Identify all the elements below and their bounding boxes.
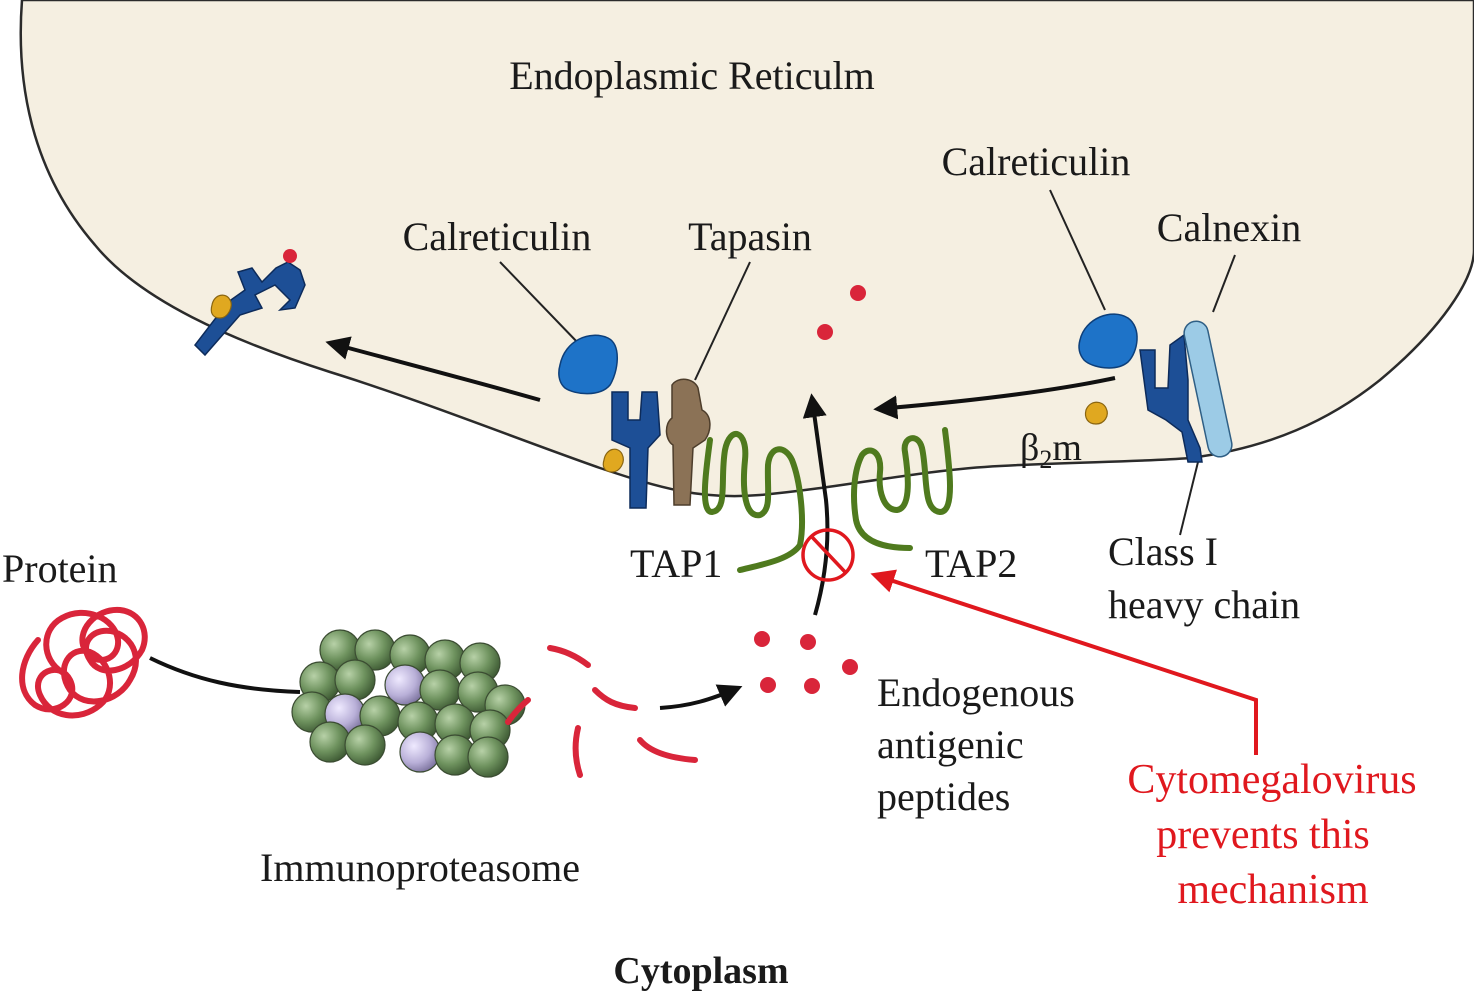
fragment [505,697,531,725]
peptide [754,631,770,647]
fragment [572,725,583,778]
tap2-transporter [851,427,953,551]
proteasome-subunit [309,721,351,763]
class1-leader [1179,461,1199,536]
peptide [800,634,816,650]
cytoplasm-label: Cytoplasm [613,950,788,992]
calreticulin-right-leader [1049,189,1106,311]
peptide [804,678,820,694]
cytoplasmic-peptides [754,631,858,694]
released-heavy-chain [194,261,306,357]
peptide-fragments [505,645,698,778]
heavy-chain-center [611,391,661,509]
protein-coil [19,606,148,719]
heavy-chain-right [1139,333,1203,463]
proteasome-subunit-alt [399,731,441,773]
immunoproteasome [291,629,526,778]
er-peptide [817,324,833,340]
protein-label: Protein [2,546,118,591]
calreticulin-left-leader [499,261,581,346]
proteasome-subunit [467,736,509,778]
class1-label-line1: Class I [1108,529,1218,574]
peptide [842,659,858,675]
fragment [547,645,591,668]
cmv-pointer-arrow [870,569,1258,755]
load-arrow [873,376,1116,420]
tap1-label: TAP1 [630,541,722,586]
calnexin-leader [1212,254,1236,313]
peptides-label-line1: Endogenous [877,670,1075,715]
immunoproteasome-label: Immunoproteasome [260,845,580,890]
cmv-label-line2: prevents this [1156,812,1369,858]
inhibition-symbol [801,528,855,582]
leader-lines [499,189,1236,536]
released-beta2m [210,294,232,319]
calreticulin-left-label: Calreticulin [403,214,592,259]
calreticulin-right-label: Calreticulin [942,139,1131,184]
peptide-transport-arrow [802,393,830,616]
beta2m-subscript: 2 [1039,445,1052,474]
inhibition-circle [801,528,855,582]
peptides-label-line3: peptides [877,774,1010,819]
tap1-transporter [701,431,805,573]
er-peptide [850,285,866,301]
fragments-to-peptides-arrow [659,684,743,710]
fragment [592,687,638,711]
proteasome-subunit [344,724,386,766]
peptides-label-line2: antigenic [877,722,1024,767]
fragment [637,737,698,763]
er-label: Endoplasmic Reticulm [509,53,875,98]
beta2m-m: m [1052,427,1082,469]
beta2m-base: β [1020,427,1039,469]
calnexin [1183,320,1233,458]
tapasin [665,378,711,506]
calreticulin-right [1078,313,1138,369]
tapasin-label: Tapasin [688,214,812,259]
beta2m-label: β2m [1020,427,1082,474]
calreticulin-left [558,334,618,395]
released-mhc-complex [194,249,306,357]
cmv-label-line3: mechanism [1177,867,1369,913]
peptide [760,677,776,693]
calnexin-label: Calnexin [1157,205,1301,250]
beta2m-center [602,448,624,473]
tap2-label: TAP2 [925,541,1017,586]
beta2m-right [1084,401,1108,425]
inhibition-slash [810,535,848,575]
protein-to-proteasome-line [149,656,301,694]
export-arrow [325,336,541,402]
released-peptide [283,249,297,263]
class1-label-line2: heavy chain [1108,582,1300,627]
cmv-label-line1: Cytomegalovirus [1127,757,1416,803]
tapasin-leader [694,261,751,381]
